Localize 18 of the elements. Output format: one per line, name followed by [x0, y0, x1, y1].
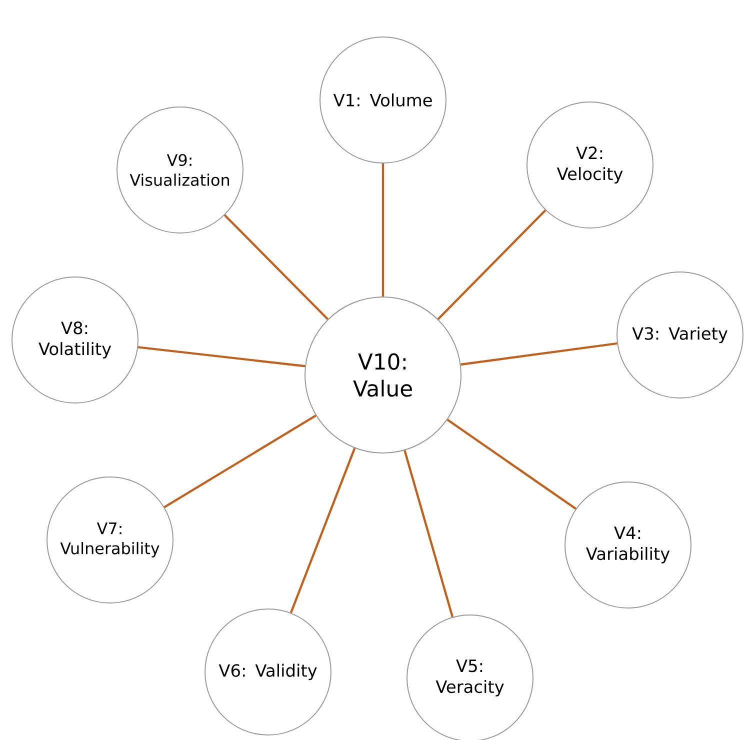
- connector-line: [382, 164, 384, 296]
- circle-node: V9: Visualization: [116, 106, 244, 234]
- connector-line: [460, 342, 618, 366]
- circle-node: V1: Volume: [320, 36, 446, 164]
- connector-line: [138, 346, 306, 368]
- connector-line: [224, 214, 329, 320]
- circle-node: V2: Velocity: [526, 102, 654, 228]
- connector-line: [437, 209, 546, 320]
- circle-node: V7: Vulnerability: [46, 476, 174, 604]
- connector-line: [446, 418, 576, 510]
- circle-node: V4: Variability: [564, 482, 692, 608]
- circle-node: V8: Volatility: [12, 276, 138, 404]
- circle-node: V3: Variety: [616, 272, 744, 398]
- connector-line: [404, 450, 454, 618]
- connector-line: [290, 448, 356, 614]
- circle-node: V10: Value: [304, 296, 462, 454]
- circle-node: V6: Validity: [204, 608, 332, 736]
- connector-line: [164, 414, 316, 508]
